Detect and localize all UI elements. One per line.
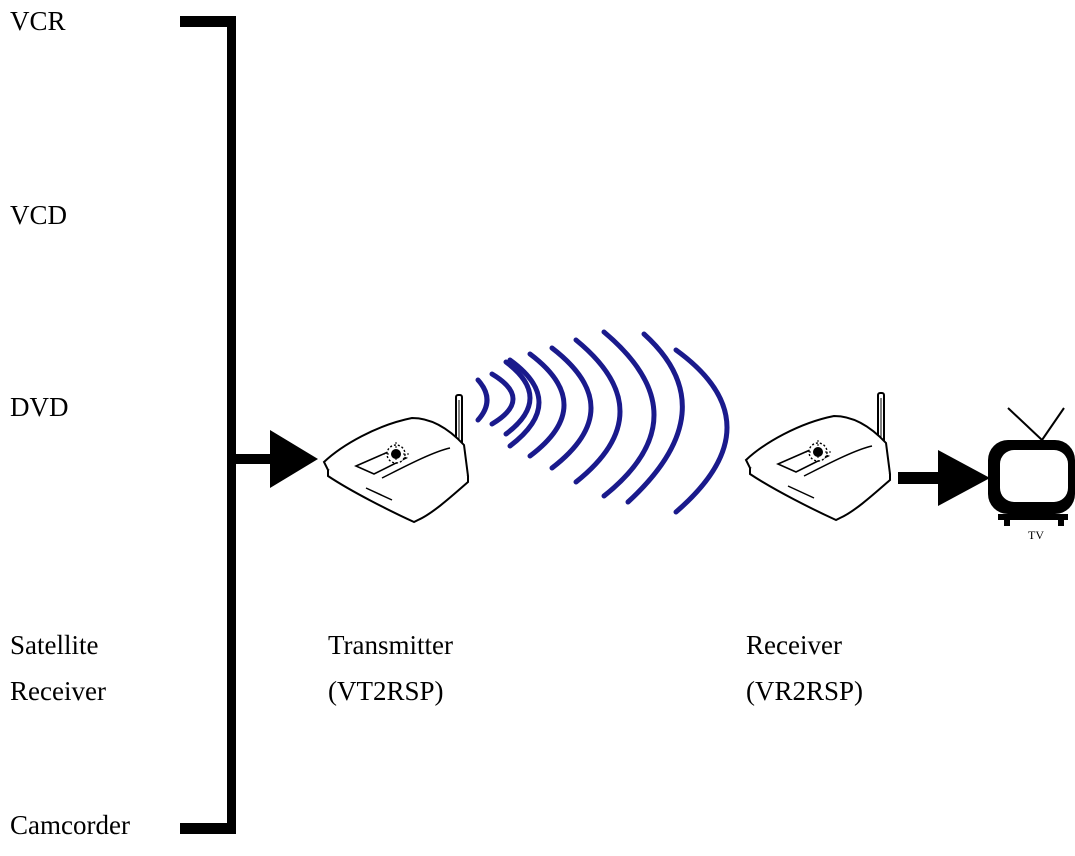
- source-bracket: [180, 16, 236, 834]
- input-arrow: [231, 430, 318, 488]
- transmitter-model-label: (VT2RSP): [328, 676, 444, 706]
- source-label-camcorder: Camcorder: [10, 810, 130, 840]
- source-label-vcr: VCR: [10, 6, 66, 36]
- tv-icon: [988, 407, 1075, 526]
- source-label-satellite: Satellite: [10, 630, 99, 660]
- receiver-model-label: (VR2RSP): [746, 676, 864, 706]
- transmitter-device-icon: [322, 394, 470, 524]
- output-arrow: [898, 450, 990, 506]
- tv-label: TV: [1028, 528, 1044, 542]
- source-label-dvd: DVD: [10, 392, 69, 422]
- radio-wave-icon: [475, 329, 730, 515]
- receiver-device-icon: [744, 392, 892, 522]
- receiver-name-label: Receiver: [746, 630, 842, 660]
- source-label-vcd: VCD: [10, 200, 68, 230]
- transmitter-name-label: Transmitter: [328, 630, 454, 660]
- source-label-satellite-receiver: Receiver: [10, 676, 106, 706]
- receiver-speaker-icon: [805, 440, 831, 464]
- transmitter-speaker-icon: [383, 442, 409, 466]
